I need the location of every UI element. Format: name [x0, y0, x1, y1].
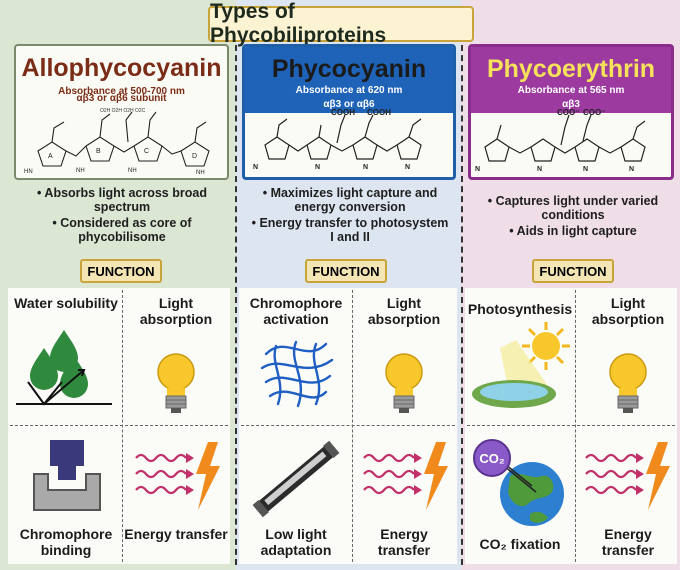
allo-light-absorption-label: Light absorption	[139, 295, 213, 327]
ery-energy-transfer-label: Energy transfer	[601, 526, 655, 558]
svg-text:D: D	[192, 153, 197, 160]
lightbulb-icon	[385, 353, 423, 413]
ery-light-absorption-label: Light absorption	[591, 295, 665, 327]
svg-text:N: N	[253, 164, 258, 171]
svg-text:B: B	[96, 148, 101, 155]
list-item: • Captures light under varied conditions	[487, 194, 659, 222]
allo-acid-groups: O2H O2H O2H O2C	[100, 108, 146, 114]
svg-text:COO⁻: COO⁻	[557, 108, 579, 117]
allophycocyanin-header: Allophycocyanin Absorbance at 500-700 nm…	[14, 44, 229, 180]
allophycocyanin-subunit: αβ3 or αβ6 subunit	[76, 93, 167, 104]
energy-transfer-icon	[363, 442, 448, 510]
earth-co2-icon: CO₂	[473, 439, 564, 526]
svg-text:HN: HN	[24, 169, 33, 175]
svg-text:N: N	[629, 166, 634, 173]
svg-text:N: N	[583, 166, 588, 173]
allo-function-grid	[8, 288, 230, 564]
allophycocyanin-name: Allophycocyanin	[21, 53, 222, 82]
ery-function-grid	[465, 288, 677, 564]
allo-function-tag: FUNCTION	[80, 259, 162, 283]
low-light-adaptation-label: Low light adaptation	[260, 526, 332, 558]
phycoerythrin-name: Phycoerythrin	[471, 47, 671, 91]
chromophore-binding-icon	[33, 440, 101, 511]
svg-text:N: N	[363, 164, 368, 171]
svg-text:N: N	[537, 166, 542, 173]
svg-text:COOH: COOH	[331, 108, 355, 117]
phycocyanin-molecule: COOH COOH N N N N	[253, 108, 422, 171]
column-separator	[461, 45, 463, 565]
chromophore-binding-label: Chromophore binding	[19, 526, 113, 558]
page-title: Types of Phycobiliproteins	[208, 0, 474, 47]
photosynthesis-label: Photosynthesis	[467, 301, 573, 317]
svg-text:COOH: COOH	[367, 108, 391, 117]
phyco-bullets: • Maximizes light capture and energy con…	[250, 186, 450, 244]
energy-transfer-icon	[135, 442, 220, 510]
allo-energy-transfer-label: Energy transfer	[124, 526, 228, 542]
svg-text:C: C	[144, 148, 149, 155]
lightbulb-icon	[157, 353, 195, 413]
phycoerythrin-absorbance: Absorbance at 565 nm	[471, 85, 671, 99]
protein-structure-icon	[260, 340, 334, 408]
svg-text:N: N	[315, 164, 320, 171]
svg-text:NH: NH	[76, 168, 85, 174]
svg-text:N: N	[475, 166, 480, 173]
phyco-energy-transfer-label: Energy transfer	[377, 526, 431, 558]
allo-bullets: • Absorbs light across broad spectrum • …	[22, 186, 222, 244]
phycocyanin-absorbance: Absorbance at 620 nm	[245, 85, 453, 99]
energy-transfer-icon	[585, 442, 670, 510]
water-solubility-label: Water solubility	[14, 295, 118, 311]
svg-text:NH: NH	[196, 170, 205, 176]
list-item: • Absorbs light across broad spectrum	[37, 186, 207, 214]
phycocyanin-header: Phycocyanin Absorbance at 620 nm αβ3 or …	[242, 44, 456, 180]
svg-text:NH: NH	[128, 168, 137, 174]
chromophore-activation-label: Chromophore activation	[249, 295, 343, 327]
column-separator	[235, 45, 237, 565]
phycocyanin-subunit: αβ3 or αβ6	[245, 99, 453, 113]
photosynthesis-icon	[472, 322, 570, 408]
phycoerythrin-molecule: COO⁻ COO⁻ N N N N	[475, 108, 646, 173]
phyco-function-tag: FUNCTION	[305, 259, 387, 283]
ery-function-tag: FUNCTION	[532, 259, 614, 283]
list-item: • Maximizes light capture and energy con…	[262, 186, 438, 214]
svg-text:COO⁻: COO⁻	[583, 108, 605, 117]
co2-fixation-label: CO₂ fixation	[479, 536, 561, 552]
svg-text:A: A	[48, 153, 53, 160]
water-drops-icon	[16, 330, 112, 406]
list-item: • Aids in light capture	[509, 224, 637, 238]
phycoerythrin-subunit: αβ3	[471, 99, 671, 113]
lightbulb-icon	[609, 353, 647, 413]
phyco-function-grid	[239, 288, 457, 564]
ery-bullets: • Captures light under varied conditions…	[476, 194, 670, 238]
svg-text:N: N	[405, 164, 410, 171]
list-item: • Considered as core of phycobilisome	[52, 216, 192, 244]
phycocyanin-name: Phycocyanin	[245, 47, 453, 91]
phycoerythrin-header: Phycoerythrin Absorbance at 565 nm αβ3 C…	[468, 44, 674, 180]
co2-badge-text: CO₂	[479, 451, 505, 466]
light-tube-icon	[252, 440, 340, 518]
allophycocyanin-molecule: O2H O2H O2H O2C A B C D HN NH NH NH	[24, 108, 210, 176]
phyco-light-absorption-label: Light absorption	[367, 295, 441, 327]
list-item: • Energy transfer to photosystem I and I…	[251, 216, 449, 244]
allophycocyanin-absorbance: Absorbance at 500-700 nm	[58, 86, 185, 97]
